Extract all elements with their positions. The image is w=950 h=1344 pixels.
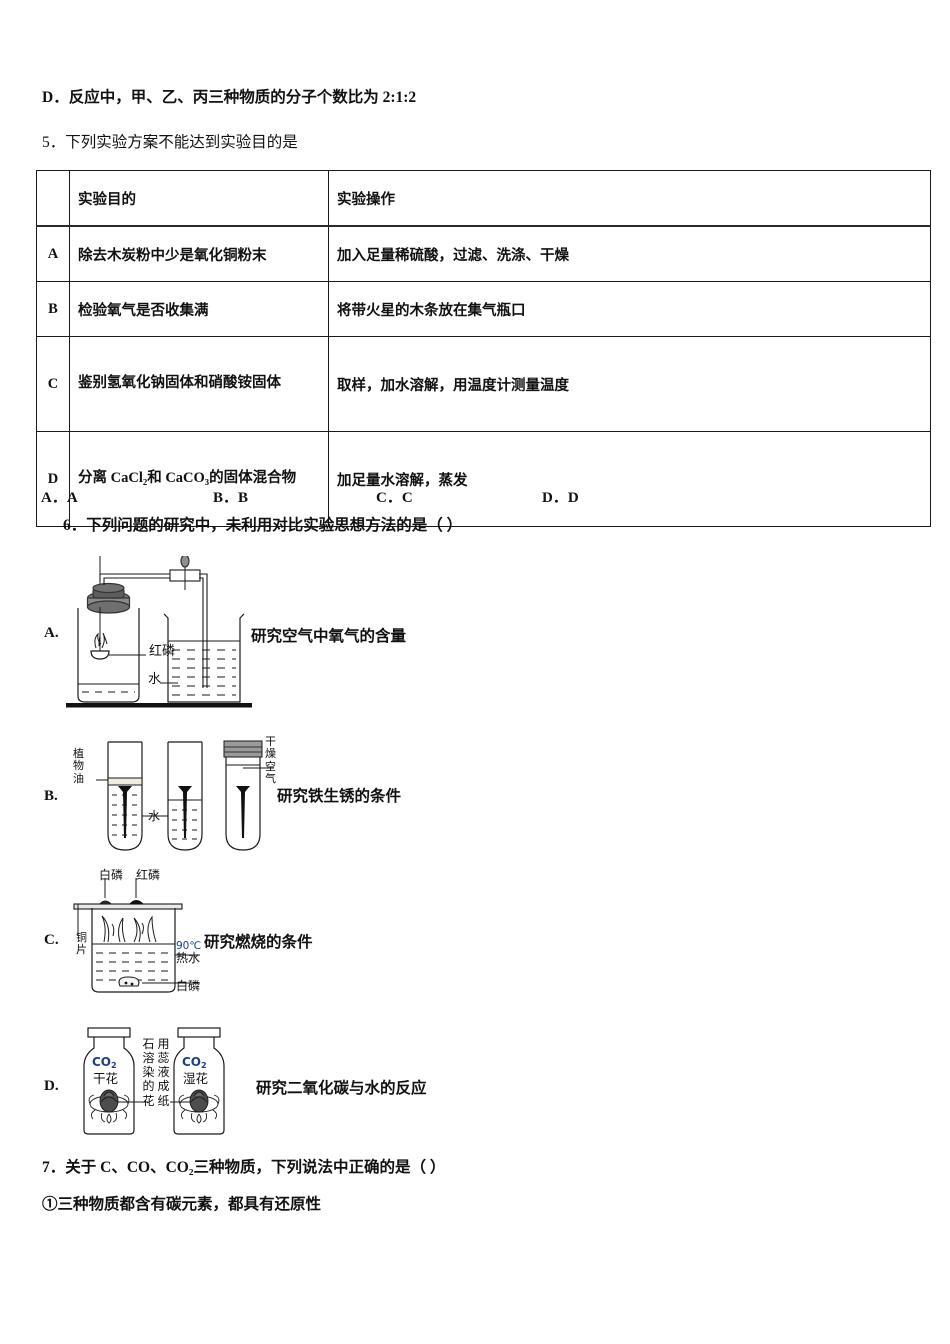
label-white-phosphorus-top-c: 白磷 [99, 868, 124, 882]
row-operation-a: 加入足量稀硫酸，过滤、洗涤、干燥 [328, 225, 931, 282]
row-operation-b: 将带火星的木条放在集气瓶口 [328, 281, 931, 337]
figure-d-co2-water-reaction [83, 1027, 225, 1135]
q6-option-d-description: 研究二氧化碳与水的反应 [256, 1080, 427, 1097]
row-purpose-a: 除去木炭粉中少是氧化铜粉末 [69, 225, 329, 282]
table-header-row: 实验目的 实验操作 [36, 170, 931, 227]
label-red-phosphorus-a: 红磷 [149, 644, 176, 659]
table-header-blank [36, 170, 70, 227]
table-row: A 除去木炭粉中少是氧化铜粉末 加入足量稀硫酸，过滤、洗涤、干燥 [36, 225, 931, 282]
q7-item-1: ①三种物质都含有碳元素，都具有还原性 [42, 1196, 322, 1213]
q6-option-d-letter[interactable]: D. [44, 1078, 59, 1094]
experiment-table-wrap: 实验目的 实验操作 A 除去木炭粉中少是氧化铜粉末 加入足量稀硫酸，过滤、洗涤、… [36, 170, 931, 527]
row-label-d: D [36, 431, 70, 527]
table-header-operation: 实验操作 [328, 170, 931, 227]
figure-b-iron-rusting-tubes [96, 740, 274, 851]
label-dry-air-b: 干燥空气 [265, 735, 276, 785]
row-operation-c: 取样，加水溶解，用温度计测量温度 [328, 336, 931, 432]
q6-option-c-description: 研究燃烧的条件 [204, 934, 313, 951]
label-red-phosphorus-top-c: 红磷 [136, 868, 161, 882]
label-co2-jar1: CO2 [92, 1055, 117, 1070]
table-row: D 分离 CaCl₂和 CaCO₃的固体混合物 加足量水溶解，蒸发 [36, 431, 931, 527]
row-purpose-c: 鉴别氢氧化钠固体和硝酸铵固体 [78, 375, 281, 392]
table-header-purpose: 实验目的 [69, 170, 329, 227]
label-temperature-c: 90℃ [176, 940, 202, 952]
label-litmus-paper-flower-col-left: 用蕊液成纸 [157, 1037, 170, 1108]
label-water-b: 水 [148, 809, 161, 823]
row-purpose-d: 分离 CaCl₂和 CaCO₃的固体混合物 [78, 470, 297, 487]
label-hot-water-c: 热水 [176, 951, 201, 965]
q5-choice-d[interactable]: D．D [542, 490, 579, 506]
label-white-phosphorus-bottom-c: 白磷 [176, 979, 201, 993]
row-purpose-b: 检验氧气是否收集满 [69, 281, 329, 337]
q5-stem: 5．下列实验方案不能达到实验目的是 [42, 134, 298, 151]
q6-option-a-letter[interactable]: A. [44, 625, 59, 641]
label-vegetable-oil-b: 植物油 [73, 747, 84, 785]
label-water-a: 水 [148, 672, 162, 687]
table-row: B 检验氧气是否收集满 将带火星的木条放在集气瓶口 [36, 281, 931, 337]
q5-choice-a[interactable]: A．A [41, 490, 78, 506]
q6-option-a-description: 研究空气中氧气的含量 [251, 628, 407, 645]
q6-option-b-description: 研究铁生锈的条件 [277, 788, 402, 805]
q5-choice-b[interactable]: B．B [213, 490, 249, 506]
row-operation-d: 加足量水溶解，蒸发 [328, 431, 931, 527]
row-label-b: B [36, 281, 70, 337]
label-dry-flower: 干花 [93, 1071, 119, 1086]
q6-option-b-letter[interactable]: B. [44, 788, 58, 804]
row-label-a: A [36, 225, 70, 282]
q6-option-c-letter[interactable]: C. [44, 932, 59, 948]
label-copper-sheet-c: 铜片 [76, 931, 87, 957]
row-label-c: C [36, 336, 70, 432]
label-litmus-paper-flower-col-right: 石溶染的花 [142, 1037, 155, 1108]
figure-a-air-oxygen-apparatus [66, 556, 252, 708]
q5-choice-c[interactable]: C．C [376, 490, 413, 506]
q7-stem: 7．关于 C、CO、CO₂三种物质，下列说法中正确的是（ ） [42, 1159, 446, 1176]
figure-c-combustion-conditions [73, 878, 200, 993]
q6-stem: 6．下列问题的研究中，未利用对比实验思想方法的是（ ） [63, 517, 463, 534]
label-wet-flower: 湿花 [183, 1071, 209, 1086]
table-row: C 鉴别氢氧化钠固体和硝酸铵固体 取样，加水溶解，用温度计测量温度 [36, 336, 931, 432]
experiment-table: 实验目的 实验操作 A 除去木炭粉中少是氧化铜粉末 加入足量稀硫酸，过滤、洗涤、… [36, 170, 931, 527]
q4-option-d: D．反应中，甲、乙、丙三种物质的分子个数比为 2:1:2 [42, 89, 417, 106]
label-co2-jar2: CO2 [182, 1055, 207, 1070]
